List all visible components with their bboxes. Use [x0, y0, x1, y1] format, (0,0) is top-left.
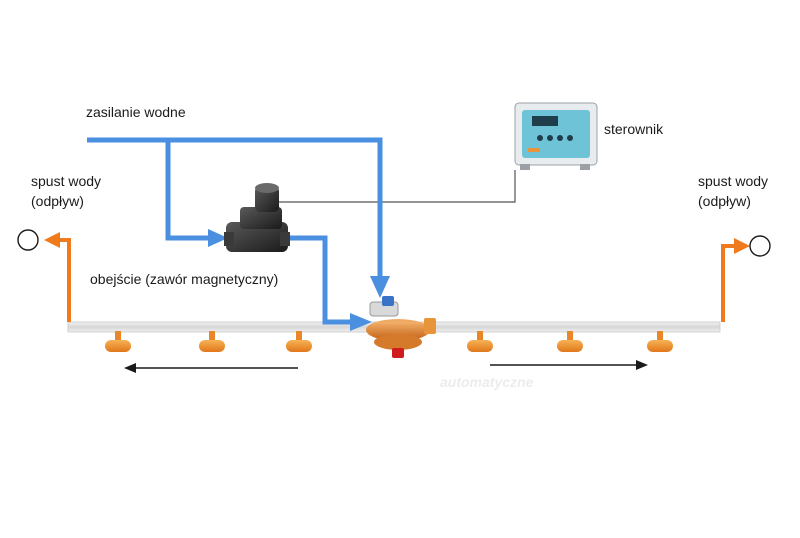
label-drain-right-line2: (odpływ): [698, 193, 751, 209]
solenoid-valve-icon: [224, 183, 290, 252]
controller-signal-wire: [277, 170, 516, 203]
drinker-cup: [647, 331, 673, 352]
controller-box-icon: [514, 102, 598, 170]
label-drain-right-line1: spust wody: [698, 173, 769, 189]
label-faded-caption: automatyczne: [440, 374, 534, 390]
flow-arrow-right: [490, 360, 648, 370]
label-drain-left-line1: spust wody: [31, 173, 102, 189]
drinker-cup: [557, 331, 583, 352]
supply-arrowheads: [208, 229, 390, 331]
drain-outlet-left-icon: [17, 229, 39, 251]
drinker-cups: [105, 331, 673, 352]
drain-arrowheads: [44, 232, 750, 254]
drinker-cup: [467, 331, 493, 352]
drain-outlet-right-icon: [749, 235, 771, 257]
label-controller: sterownik: [604, 121, 664, 137]
drinker-cup: [105, 331, 131, 352]
flow-arrow-left: [124, 363, 298, 373]
label-drain-left-line2: (odpływ): [31, 193, 84, 209]
pressure-regulator-icon: [366, 296, 436, 358]
label-bypass: obejście (zawór magnetyczny): [90, 271, 279, 287]
drinker-cup: [199, 331, 225, 352]
drinker-cup: [286, 331, 312, 352]
label-water-supply: zasilanie wodne: [86, 104, 186, 120]
drain-lines: [58, 238, 736, 322]
water-supply-lines: [87, 137, 383, 325]
